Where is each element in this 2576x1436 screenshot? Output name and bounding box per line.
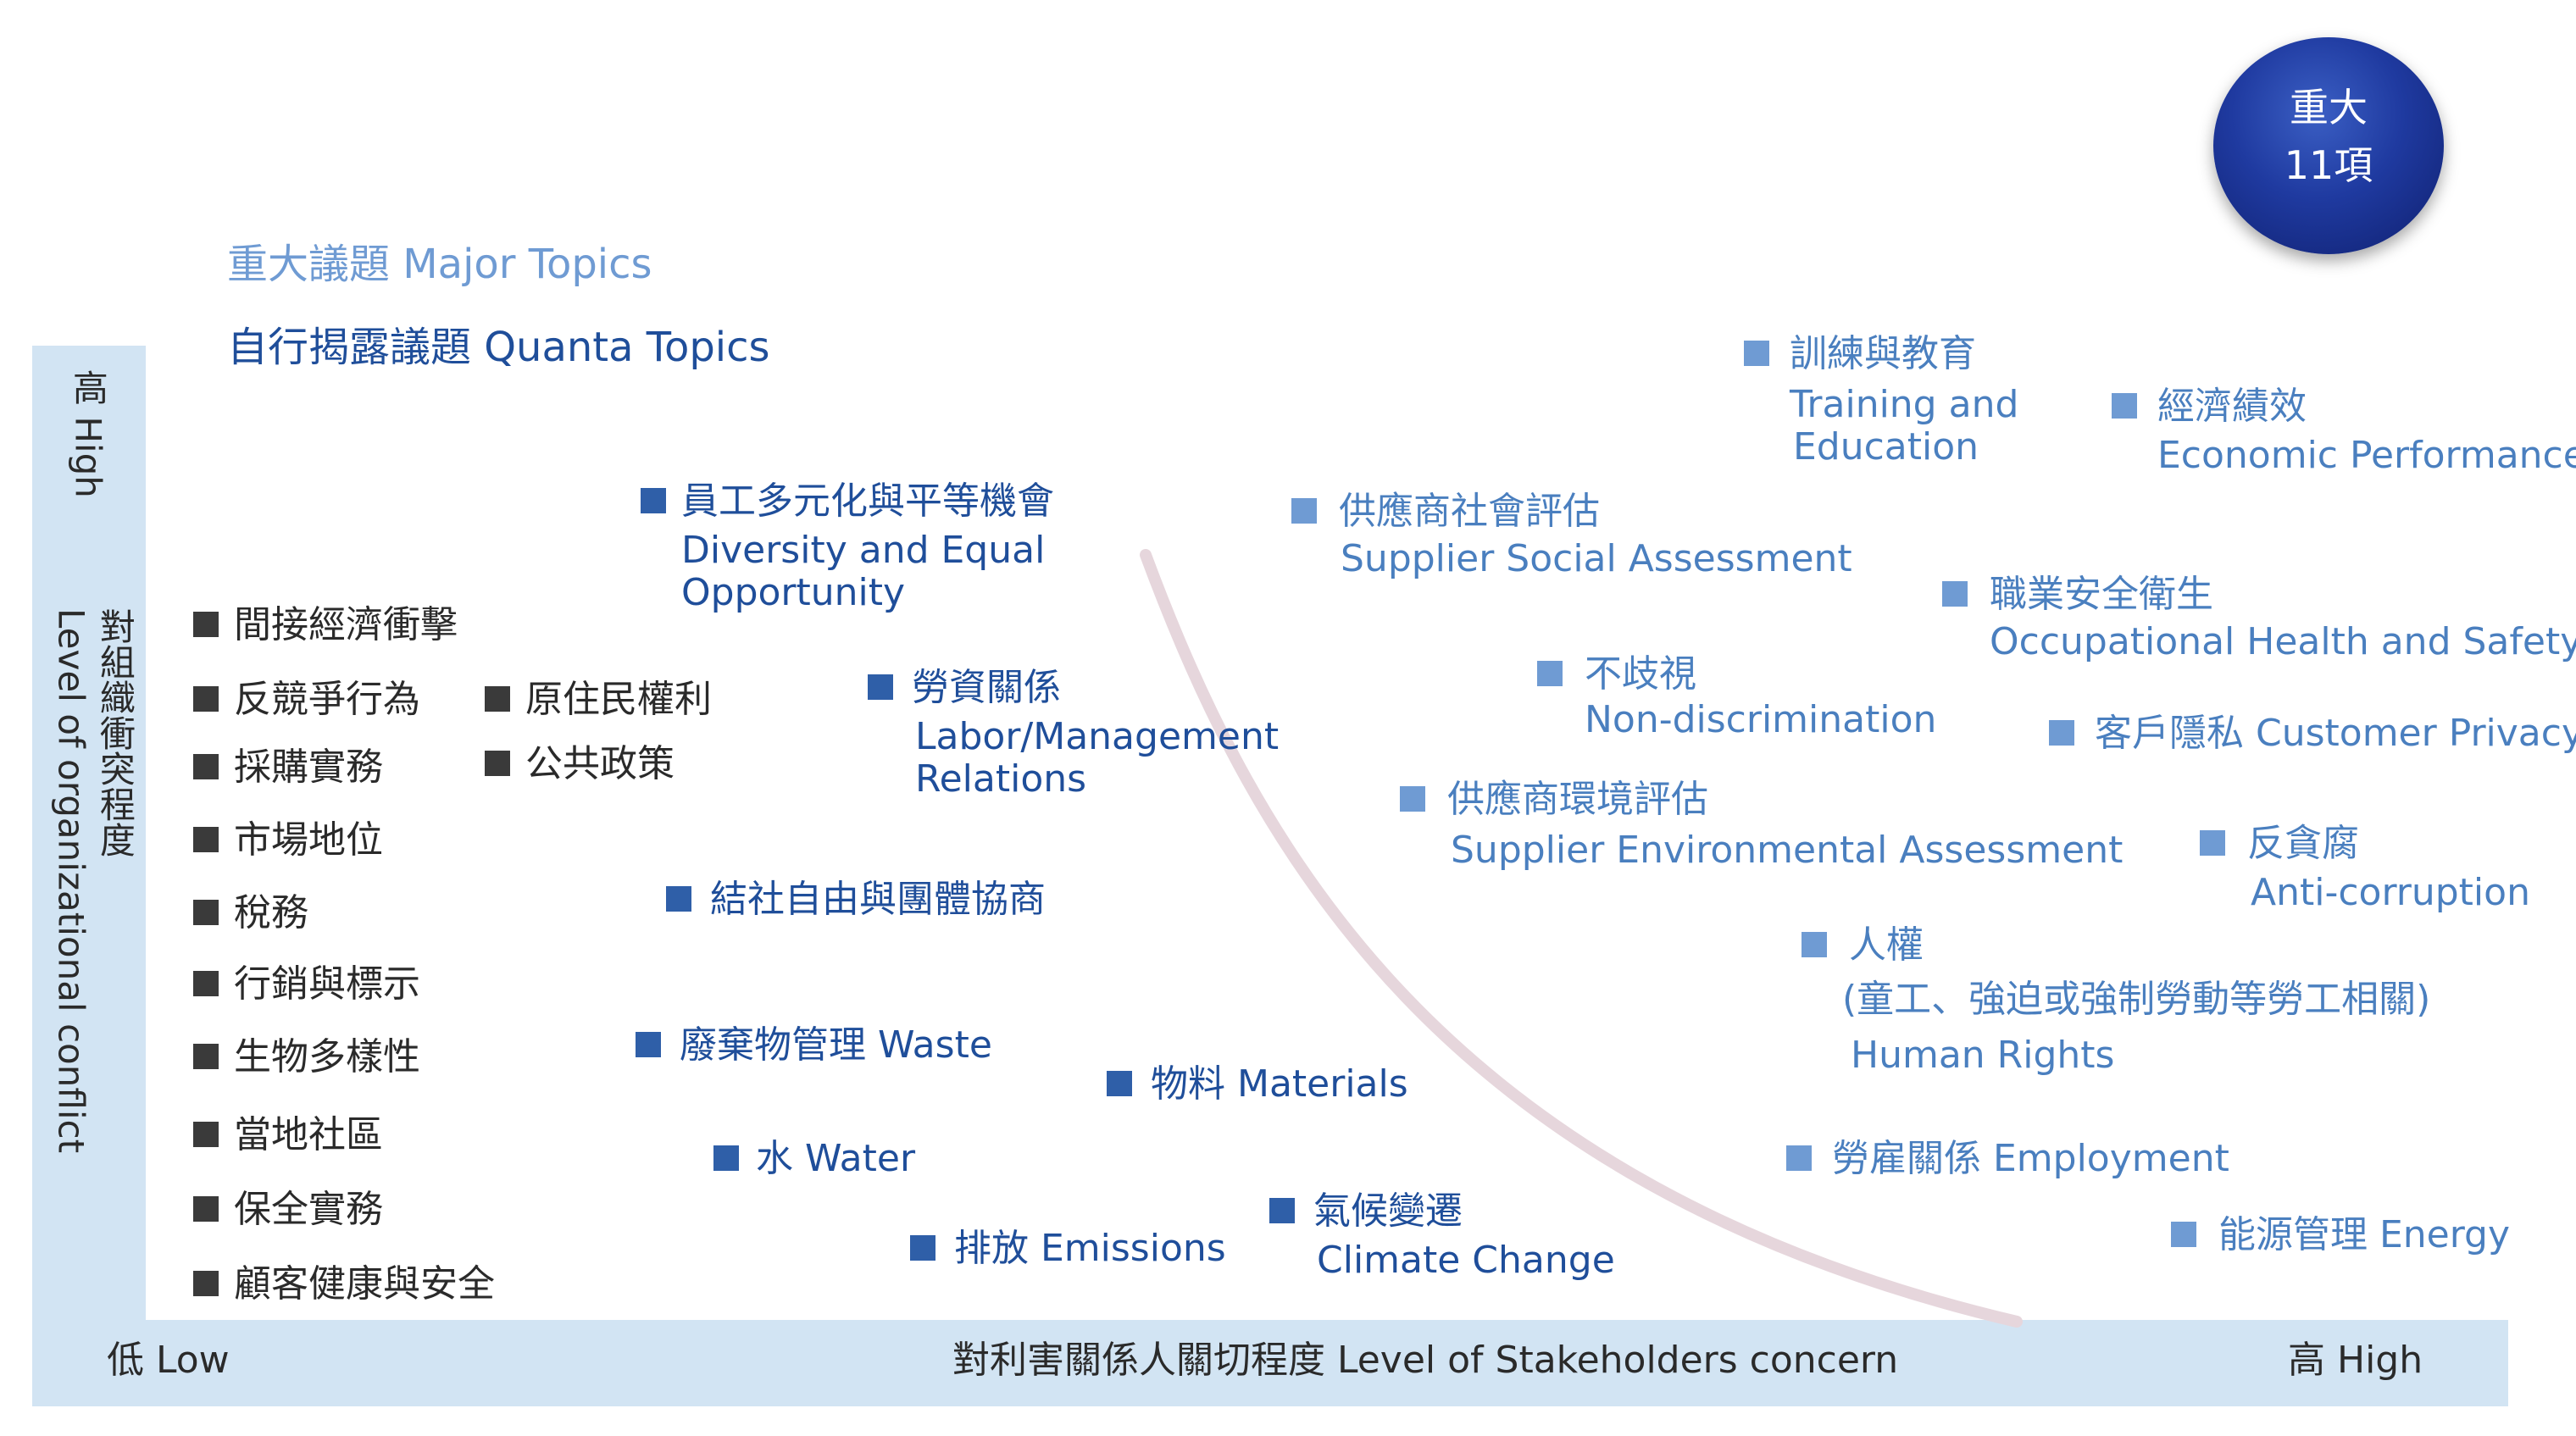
y-axis-band <box>32 346 146 1405</box>
legend-quanta-topics: 自行揭露議題 Quanta Topics <box>227 324 770 371</box>
x-axis-low-label: 低 Low <box>107 1339 230 1382</box>
x-axis-band <box>32 1320 2508 1406</box>
badge-line1: 重大 <box>2290 85 2368 130</box>
legend-major-topics: 重大議題 Major Topics <box>227 241 652 288</box>
badge-line2: 11項 <box>2284 142 2373 188</box>
x-axis-label: 對利害關係人關切程度 Level of Stakeholders concern <box>952 1339 1899 1382</box>
y-axis-label-en: Level of organizational conflict <box>50 608 92 1154</box>
x-axis-high-label: 高 High <box>2288 1339 2423 1382</box>
major-count-badge: 重大 11項 <box>2213 37 2444 254</box>
y-axis-high-label: 高 High <box>67 369 109 498</box>
y-axis-label-zh: 對組織衝突程度 <box>94 608 136 857</box>
